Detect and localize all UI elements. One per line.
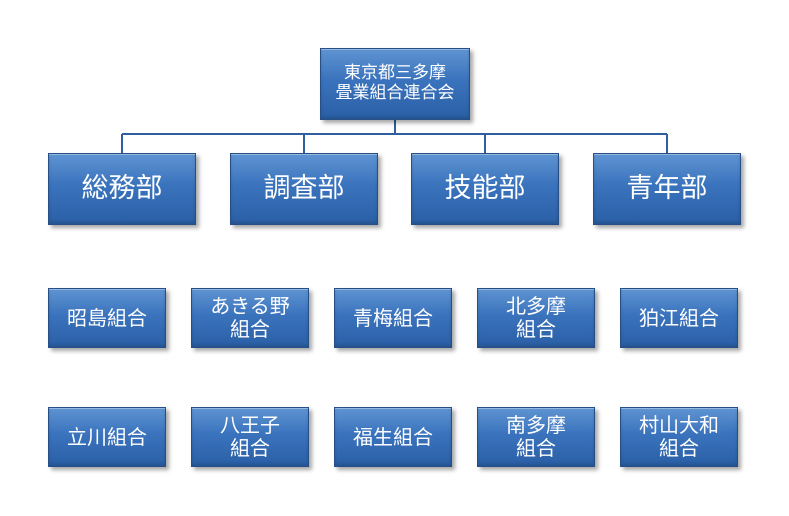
dept-label: 総務部 — [81, 173, 163, 205]
union-label: 八王子 組合 — [220, 413, 280, 460]
dept-somu-box: 総務部 — [48, 153, 196, 225]
union-fussa-box: 福生組合 — [334, 407, 452, 467]
union-label: 南多摩 組合 — [506, 413, 566, 460]
union-label: 立川組合 — [67, 424, 147, 449]
union-akiruno-box: あきる野 組合 — [191, 288, 309, 348]
union-label: 北多摩 組合 — [506, 294, 566, 341]
union-akishima-box: 昭島組合 — [48, 288, 166, 348]
union-label: 昭島組合 — [67, 305, 147, 330]
union-label: 村山大和 組合 — [639, 413, 719, 460]
union-komae-box: 狛江組合 — [620, 288, 738, 348]
union-minamitama-box: 南多摩 組合 — [477, 407, 595, 467]
dept-gino-box: 技能部 — [411, 153, 559, 225]
union-label: 狛江組合 — [639, 305, 719, 330]
union-tachikawa-box: 立川組合 — [48, 407, 166, 467]
union-murayamayamato-box: 村山大和 組合 — [620, 407, 738, 467]
union-kitatama-box: 北多摩 組合 — [477, 288, 595, 348]
root-federation-box: 東京都三多摩 畳業組合連合会 — [320, 48, 470, 120]
dept-chosa-box: 調査部 — [230, 153, 378, 225]
union-label: 青梅組合 — [353, 305, 433, 330]
union-hachioji-box: 八王子 組合 — [191, 407, 309, 467]
dept-seinen-box: 青年部 — [593, 153, 741, 225]
dept-label: 調査部 — [263, 173, 345, 205]
union-label: あきる野 組合 — [210, 294, 290, 341]
dept-label: 技能部 — [444, 173, 526, 205]
union-label: 福生組合 — [353, 424, 433, 449]
root-label: 東京都三多摩 畳業組合連合会 — [335, 63, 455, 103]
dept-label: 青年部 — [626, 173, 708, 205]
union-ome-box: 青梅組合 — [334, 288, 452, 348]
